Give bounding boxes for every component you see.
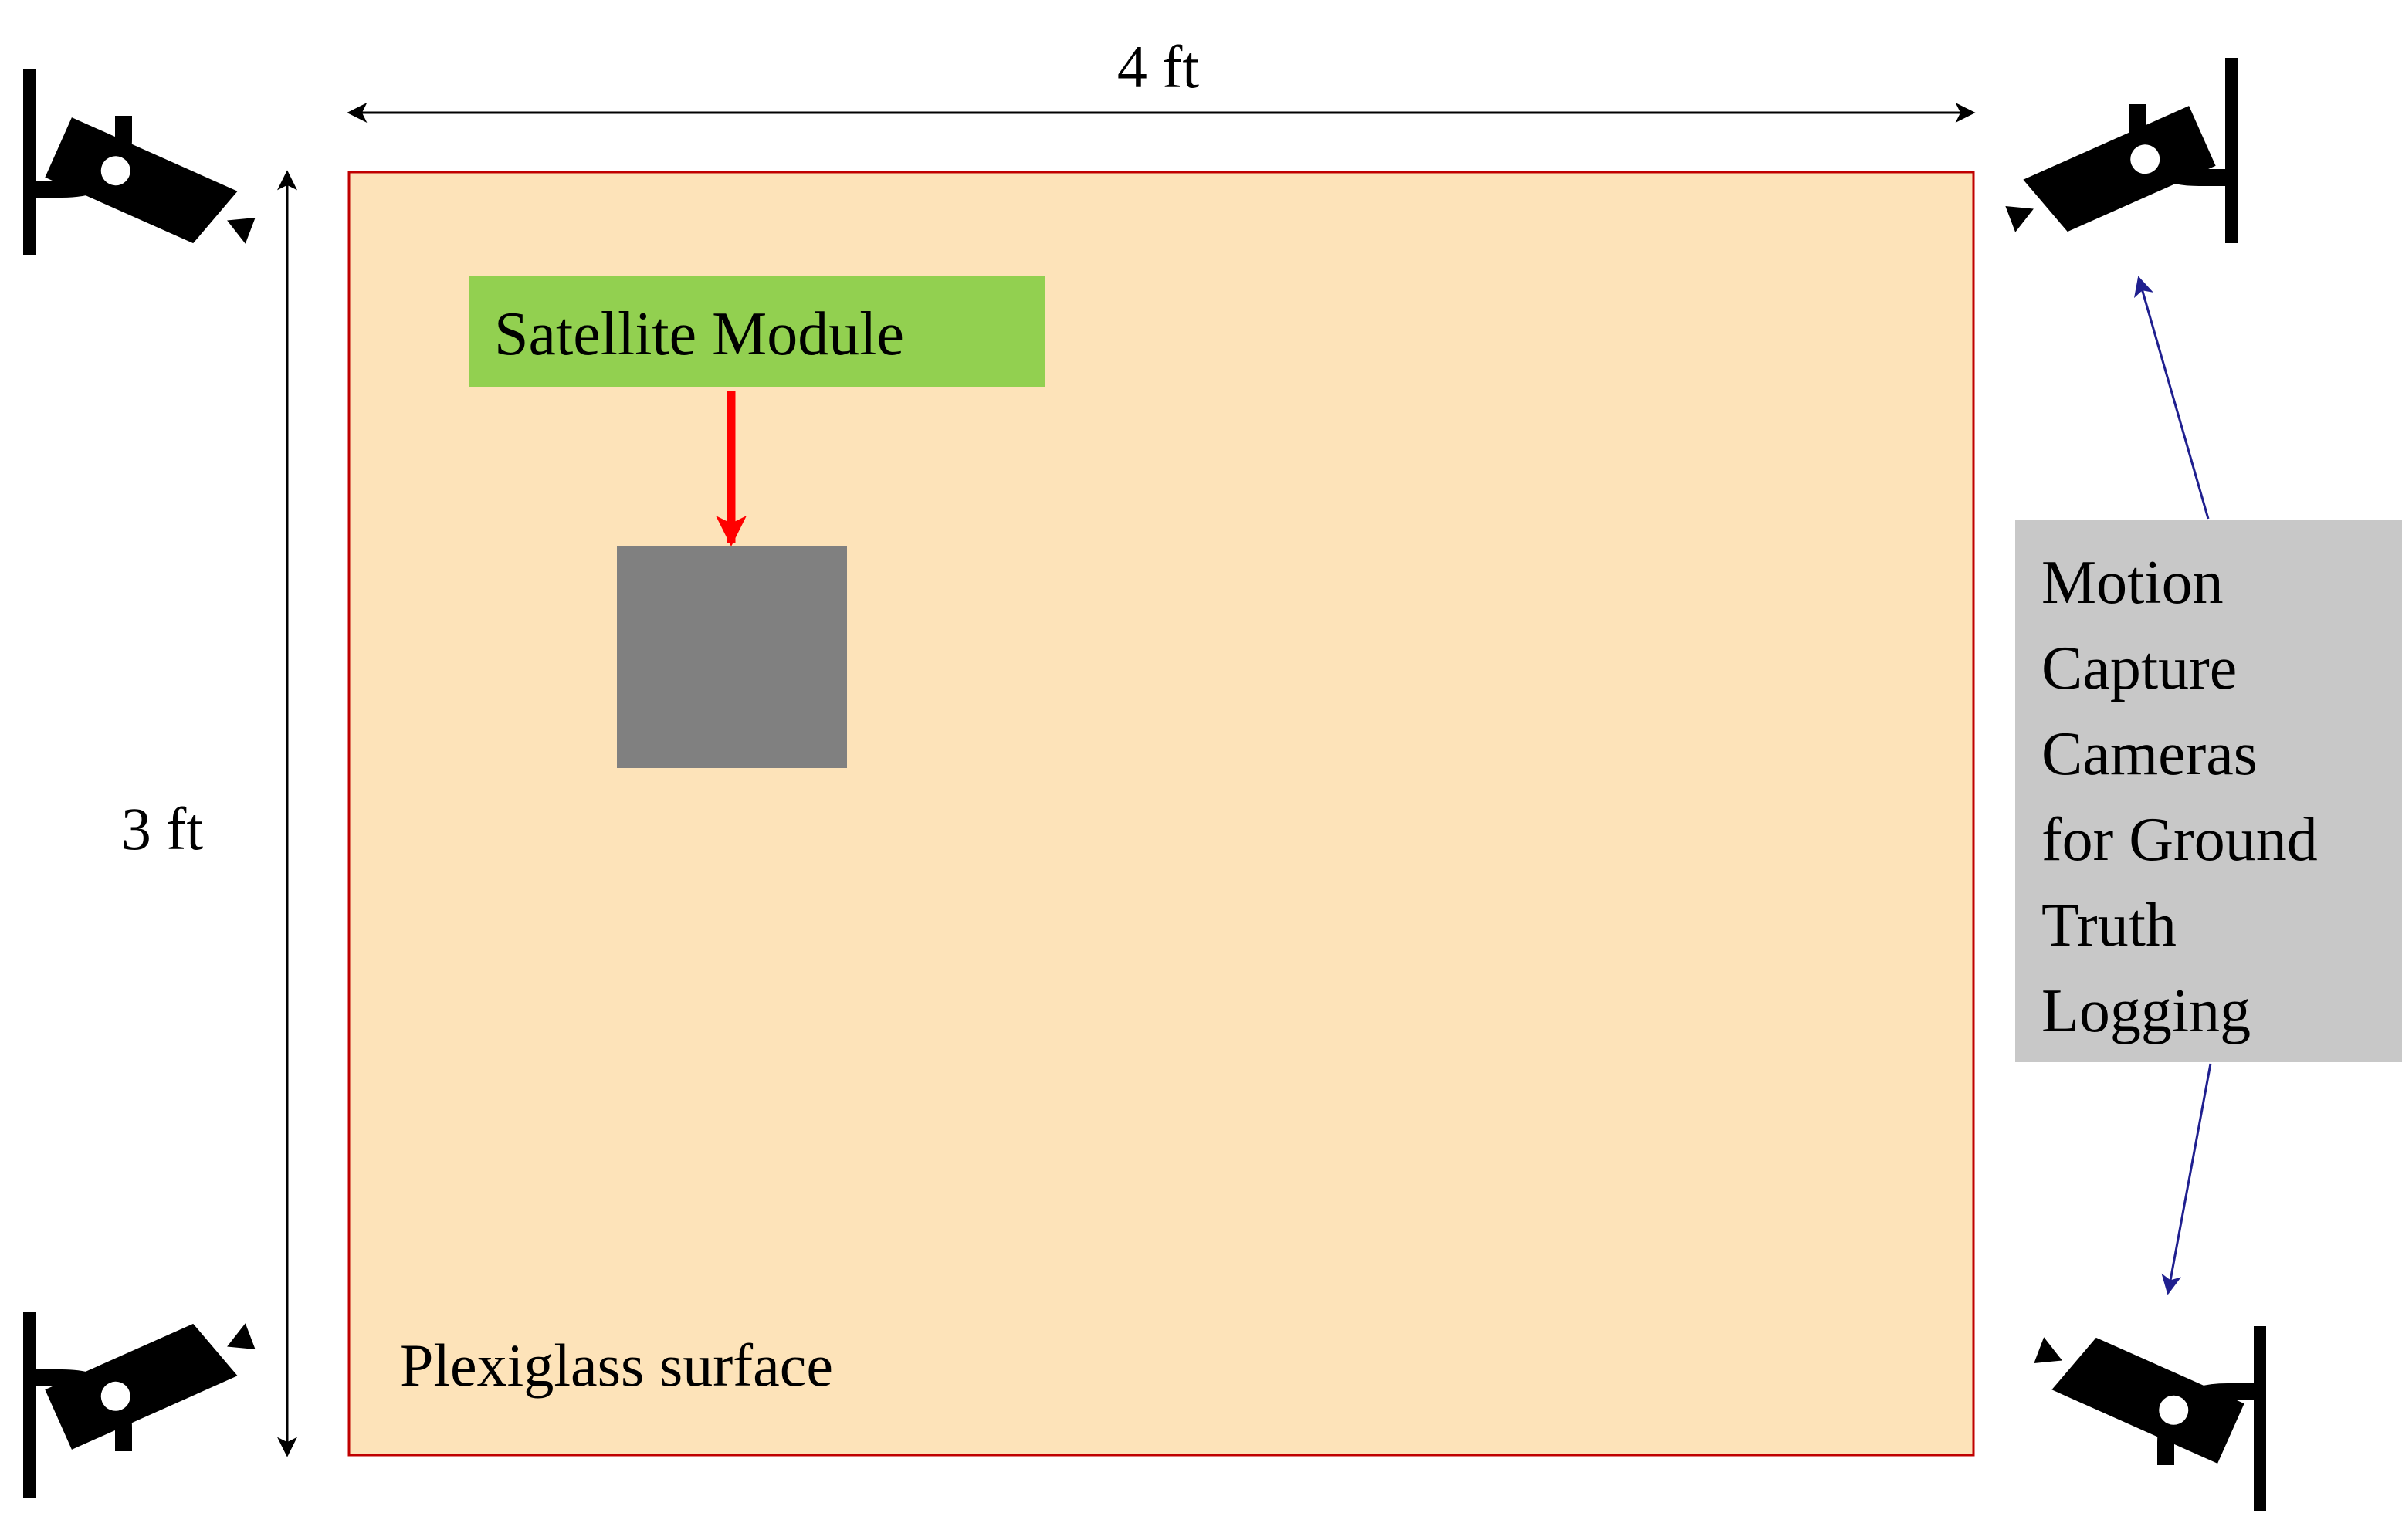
motion-capture-callout-box	[2015, 520, 2402, 1062]
motion-capture-callout-text: Motion Capture Cameras for Ground Truth …	[2041, 549, 2318, 1045]
camera-bottom-right-icon	[2026, 1318, 2266, 1511]
satellite-module-body	[617, 546, 847, 768]
camera-top-right-icon	[1997, 58, 2238, 251]
plexiglass-surface-label: Plexiglass surface	[400, 1332, 834, 1399]
camera-top-left-icon	[23, 69, 263, 262]
width-label: 4 ft	[1116, 33, 1200, 100]
callout-leader-bottom	[2161, 1063, 2212, 1295]
callout-leader-top	[2133, 276, 2210, 520]
satellite-module-label: Satellite Module	[494, 300, 905, 368]
satellite-module-label-box	[469, 276, 1045, 387]
height-label: 3 ft	[120, 795, 204, 862]
camera-bottom-left-icon	[23, 1305, 263, 1498]
